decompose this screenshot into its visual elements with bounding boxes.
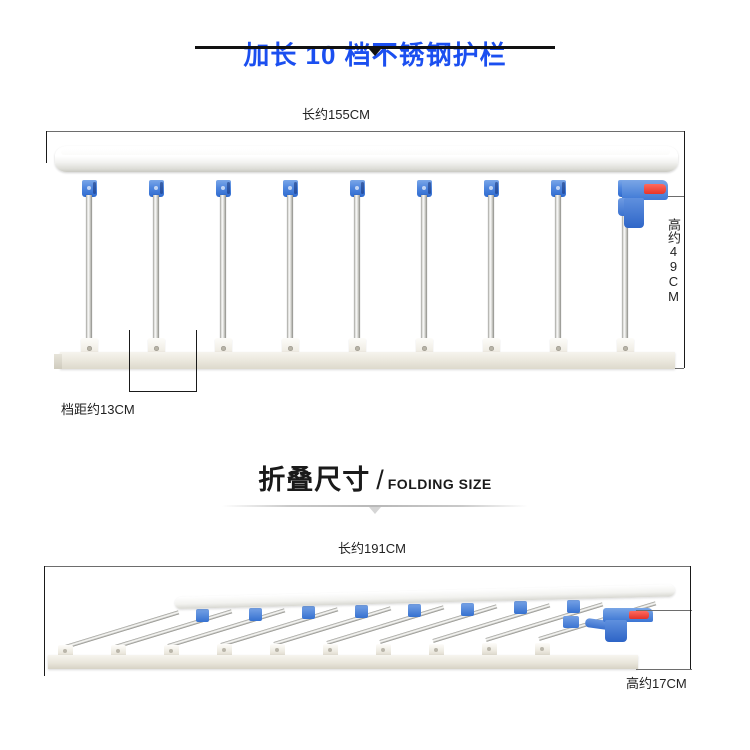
unfolded-length-guide-line bbox=[46, 131, 684, 132]
folded-bar-cap bbox=[408, 603, 421, 617]
bar-cap-dot bbox=[87, 186, 91, 190]
vertical-bar bbox=[153, 195, 159, 352]
folded-length-tick-left bbox=[44, 566, 45, 676]
folded-length-tick-right bbox=[690, 566, 691, 610]
spacing-bracket-right bbox=[196, 330, 197, 392]
unfolded-length-tick-right bbox=[684, 131, 685, 196]
folded-base-mount bbox=[270, 644, 285, 658]
vertical-bar bbox=[287, 195, 293, 352]
folded-height-label: 高约17CM bbox=[626, 676, 687, 691]
folded-base-mount bbox=[164, 644, 179, 658]
folded-bar-cap bbox=[567, 599, 580, 613]
bar-cap bbox=[417, 180, 432, 197]
section-divider bbox=[222, 505, 528, 507]
bar-cap-dot bbox=[154, 186, 158, 190]
unfolded-height-label: 高约49CM bbox=[666, 218, 681, 304]
folding-size-cn: 折叠尺寸 bbox=[258, 465, 371, 495]
folded-base-mount bbox=[323, 644, 338, 657]
folded-base-mount bbox=[376, 643, 391, 657]
bar-cap bbox=[350, 180, 365, 197]
bar-cap-dot bbox=[221, 186, 225, 190]
spacing-label: 档距约13CM bbox=[61, 402, 135, 417]
folded-bar-cap bbox=[355, 605, 368, 619]
vertical-bar bbox=[86, 195, 92, 352]
title-underline bbox=[195, 46, 555, 49]
bar-cap-dot bbox=[355, 186, 359, 190]
vertical-bar bbox=[354, 195, 360, 352]
folded-bar-cap bbox=[249, 607, 262, 621]
folded-base-mount bbox=[58, 645, 73, 658]
folded-height-guide-top bbox=[636, 610, 692, 611]
folded-base-mount bbox=[535, 643, 550, 657]
release-button-icon[interactable] bbox=[644, 184, 666, 194]
folded-lock-neck bbox=[605, 620, 627, 642]
folded-base-mount bbox=[482, 643, 497, 657]
unfolded-length-label: 长约155CM bbox=[302, 107, 370, 122]
lock-tab bbox=[618, 198, 628, 216]
bar-cap bbox=[283, 180, 298, 197]
top-rail-bar bbox=[55, 146, 678, 172]
spacing-bracket-left bbox=[129, 330, 130, 392]
folded-lock-mechanism[interactable] bbox=[563, 608, 655, 648]
bar-cap-dot bbox=[556, 186, 560, 190]
folded-base-mount bbox=[111, 644, 126, 658]
bar-cap bbox=[484, 180, 499, 197]
folded-height-guide-line bbox=[690, 610, 691, 669]
folded-bar-cap bbox=[302, 606, 315, 620]
bar-cap bbox=[149, 180, 164, 197]
bar-cap bbox=[216, 180, 231, 197]
folding-size-heading: 折叠尺寸/FOLDING SIZE bbox=[0, 458, 750, 497]
vertical-bar bbox=[555, 195, 561, 352]
bar-cap bbox=[551, 180, 566, 197]
vertical-bar bbox=[421, 195, 427, 352]
folded-bar-cap bbox=[196, 609, 209, 622]
folding-size-separator: / bbox=[376, 465, 384, 495]
folded-release-button-icon[interactable] bbox=[629, 611, 649, 619]
lock-neck bbox=[624, 198, 644, 228]
unfolded-length-tick-left bbox=[46, 131, 47, 163]
bottom-rail-bar bbox=[54, 352, 675, 369]
folded-height-guide-bottom bbox=[636, 669, 692, 670]
folded-bottom-rail bbox=[48, 655, 638, 669]
vertical-bar bbox=[220, 195, 226, 352]
bar-cap bbox=[82, 180, 97, 197]
lock-mechanism[interactable] bbox=[612, 180, 674, 232]
unfolded-height-guide-line bbox=[684, 196, 685, 368]
title-arrow-icon bbox=[369, 49, 381, 56]
folding-size-en: FOLDING SIZE bbox=[387, 476, 492, 492]
vertical-bar bbox=[622, 195, 628, 352]
folded-base-mount bbox=[217, 644, 232, 658]
bar-cap-dot bbox=[422, 186, 426, 190]
vertical-bar bbox=[488, 195, 494, 352]
spacing-bracket-bottom bbox=[129, 391, 197, 392]
folded-length-guide-line bbox=[44, 566, 690, 567]
folded-length-label: 长约191CM bbox=[338, 541, 406, 556]
section-arrow-icon bbox=[369, 507, 381, 514]
folded-base-mount bbox=[429, 643, 444, 657]
folded-bar-cap bbox=[514, 601, 527, 615]
folded-lock-small-tab bbox=[563, 616, 579, 628]
folded-bar-cap bbox=[461, 602, 474, 616]
bar-cap-dot bbox=[288, 186, 292, 190]
bar-cap-dot bbox=[489, 186, 493, 190]
